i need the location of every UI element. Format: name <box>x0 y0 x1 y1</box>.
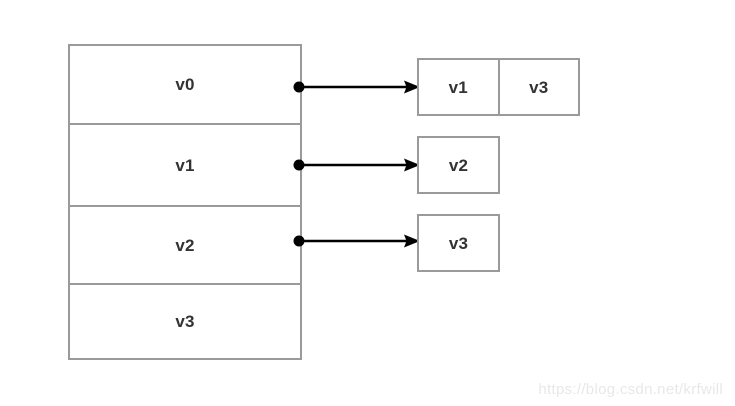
vertex-label-v1: v1 <box>175 155 195 175</box>
adjacency-label-v2-0: v3 <box>448 233 469 253</box>
edge-arrowhead <box>404 80 420 94</box>
adjacency-cell-v1-0[interactable]: v2 <box>417 136 500 194</box>
vertex-array: v0 v1 v2 v3 <box>68 44 302 360</box>
vertex-cell-v2[interactable]: v2 <box>68 205 302 285</box>
adjacency-label-v0-1: v3 <box>529 77 549 97</box>
adjacency-label-v0-0: v1 <box>448 77 468 97</box>
adjacency-cell-v2-0[interactable]: v3 <box>417 214 500 272</box>
edge-arrow-v2-to-v3 <box>292 231 422 251</box>
edge-arrowhead <box>404 234 420 248</box>
watermark-text: https://blog.csdn.net/krfwill <box>538 381 723 398</box>
vertex-cell-v3[interactable]: v3 <box>68 283 302 360</box>
edge-arrow-v1-to-v2 <box>292 155 422 175</box>
vertex-label-v3: v3 <box>175 312 195 331</box>
adjacency-label-v1-0: v2 <box>448 155 469 175</box>
adjacency-cell-v0-1[interactable]: v3 <box>497 60 579 114</box>
vertex-cell-v0[interactable]: v0 <box>68 44 302 125</box>
adjacency-row-v0: v1 v3 <box>417 58 580 116</box>
vertex-label-v2: v2 <box>175 235 195 255</box>
edge-arrowhead <box>404 158 420 172</box>
vertex-label-v0: v0 <box>175 75 195 94</box>
vertex-cell-v1[interactable]: v1 <box>68 123 302 207</box>
edge-arrow-v0-to-v1 <box>292 77 422 97</box>
adjacency-cell-v0-0[interactable]: v1 <box>419 60 498 114</box>
